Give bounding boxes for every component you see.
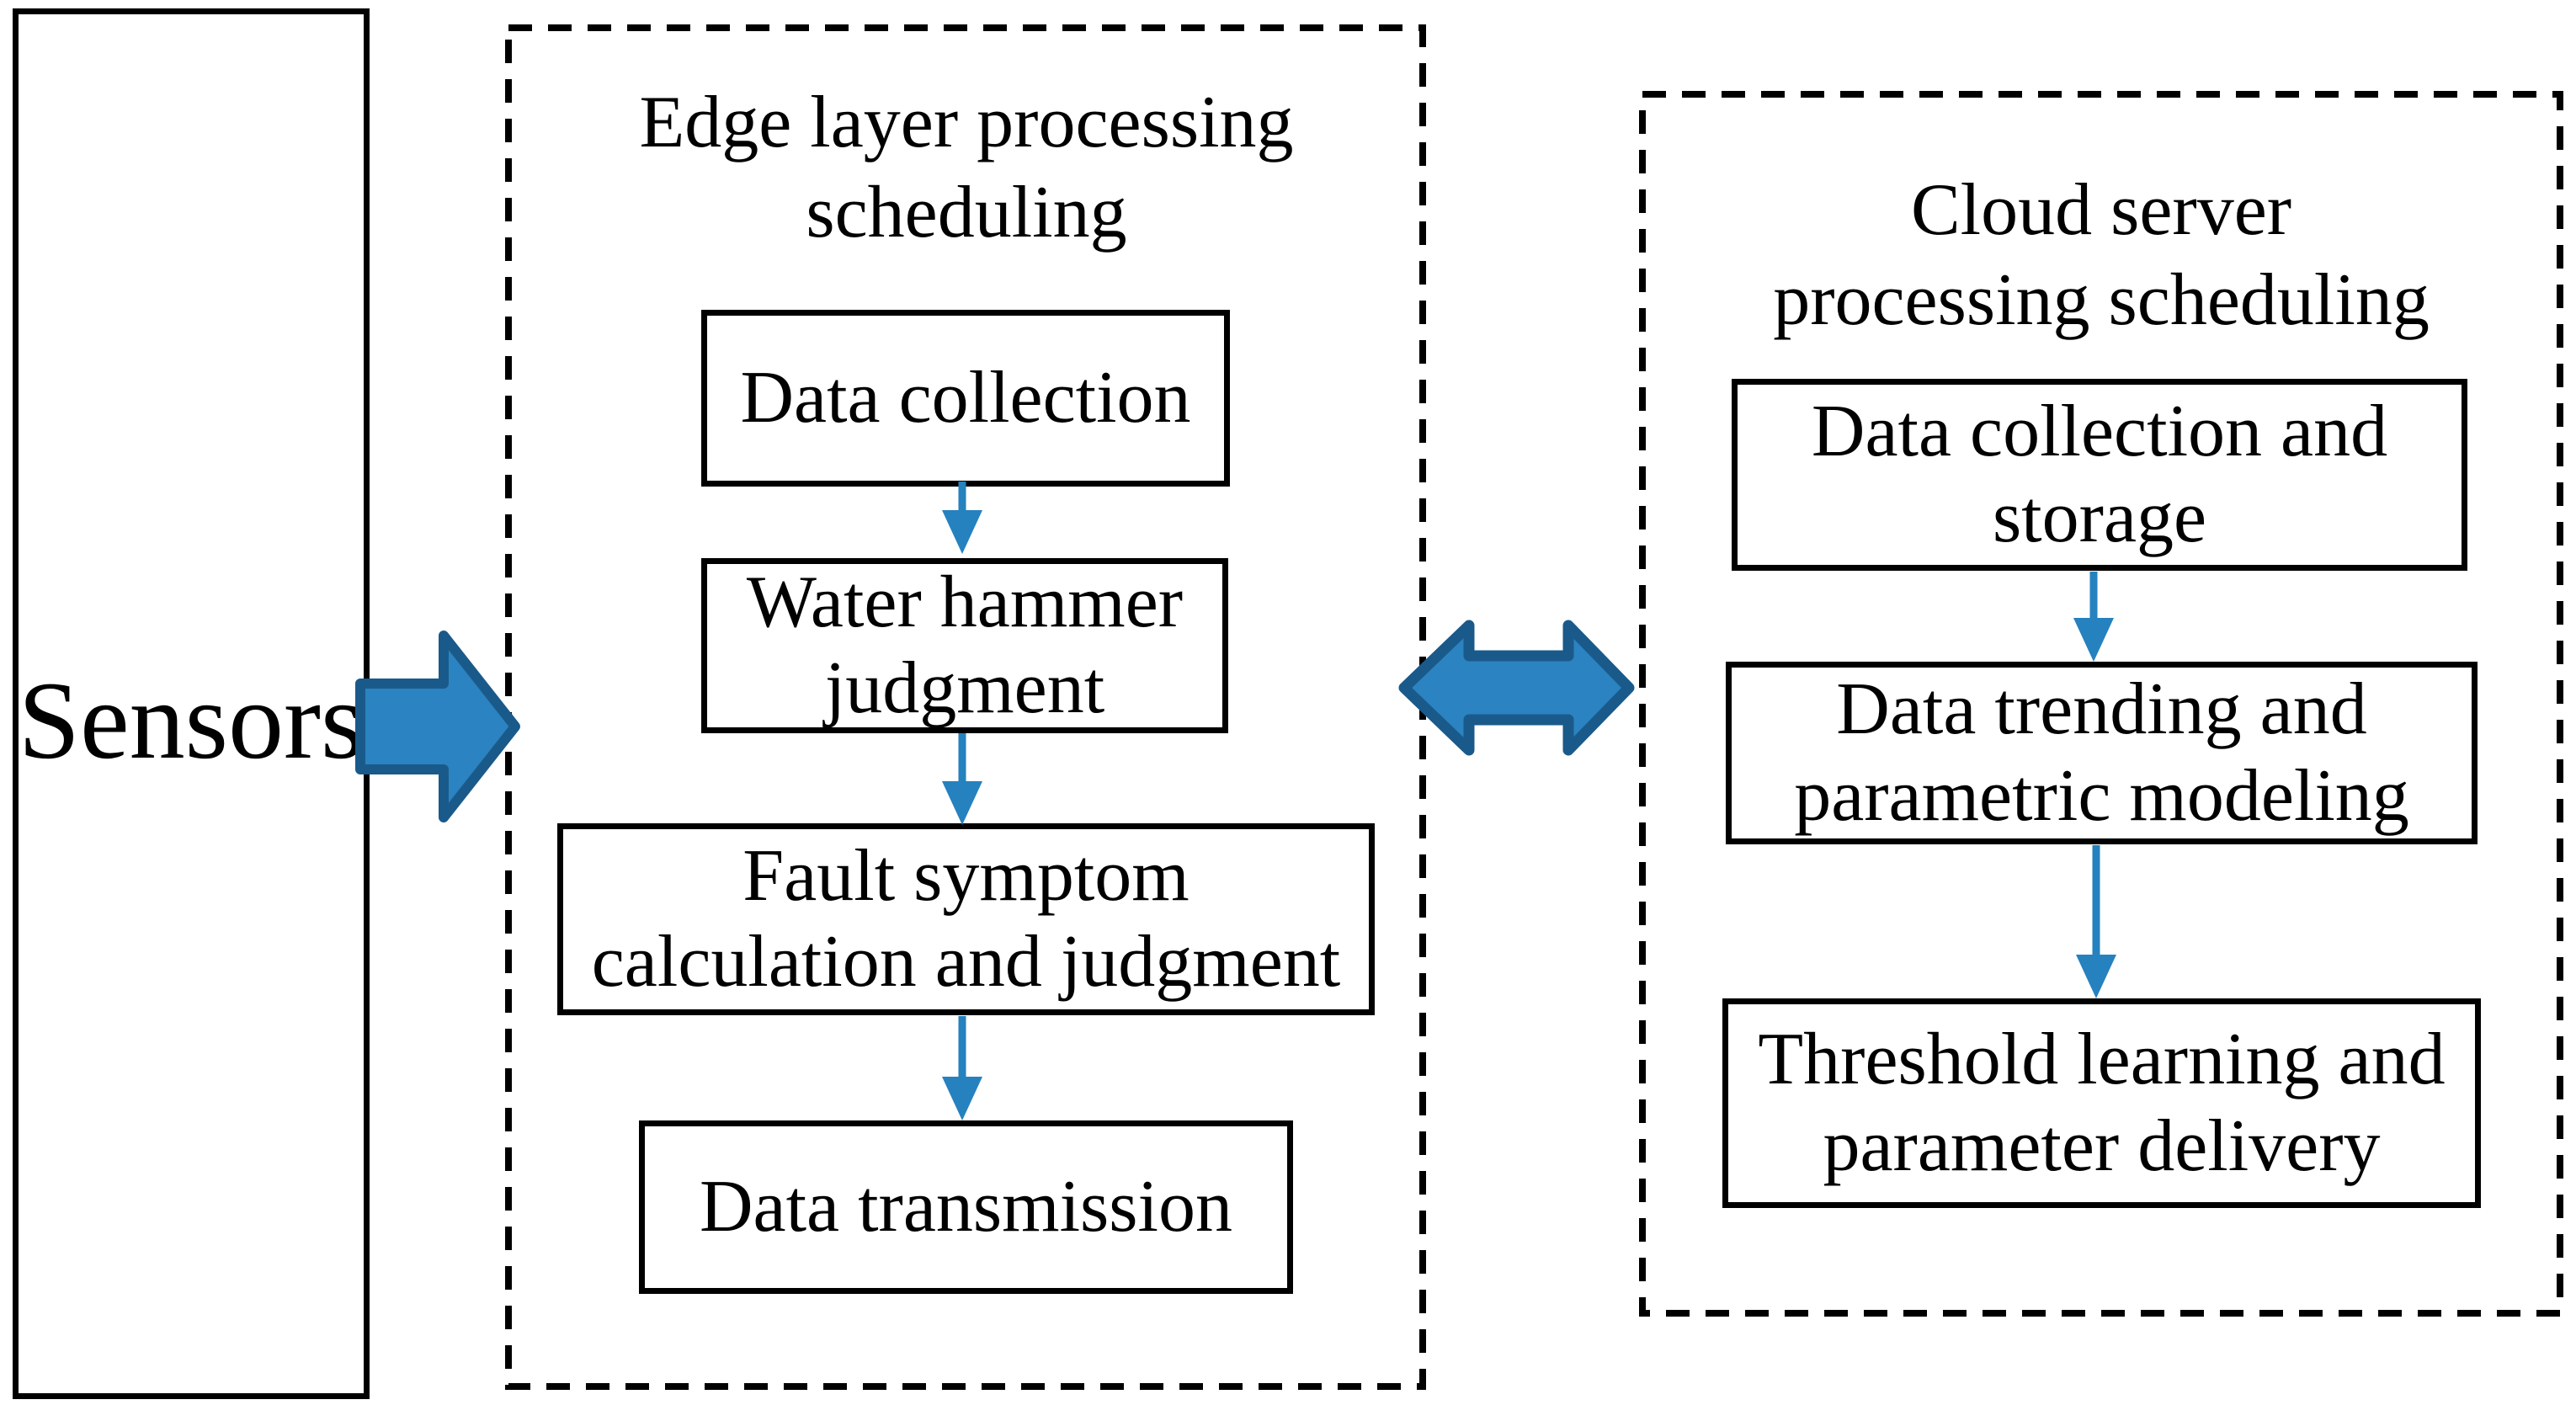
edge-step-fault-symptom-calculation-label: Fault symptom calculation and judgment	[591, 834, 1341, 1003]
sensors-label: Sensors	[18, 658, 365, 782]
edge-step-data-transmission: Data transmission	[639, 1120, 1293, 1294]
sensors-to-edge-arrow-icon	[355, 631, 520, 822]
edge-step-data-collection: Data collection	[701, 310, 1230, 487]
edge-step-fault-symptom-calculation: Fault symptom calculation and judgment	[557, 823, 1375, 1015]
edge-step-water-hammer-judgment: Water hammer judgment	[701, 558, 1228, 733]
cloud-step-data-trending-modeling: Data trending and parametric modeling	[1726, 662, 2478, 844]
cloud-step-data-trending-modeling-label: Data trending and parametric modeling	[1794, 668, 2409, 837]
edge-step-data-transmission-label: Data transmission	[699, 1165, 1232, 1248]
edge-flow-arrow-1-icon	[942, 482, 982, 554]
edge-step-data-collection-label: Data collection	[740, 356, 1191, 439]
cloud-step-threshold-learning-delivery-label: Threshold learning and parameter deliver…	[1758, 1019, 2446, 1187]
cloud-panel-title: Cloud server processing scheduling	[1773, 169, 2430, 342]
cloud-flow-arrow-2-icon	[2076, 845, 2116, 998]
cloud-flow-arrow-1-icon	[2073, 572, 2114, 662]
edge-step-water-hammer-judgment-label: Water hammer judgment	[746, 561, 1184, 729]
cloud-step-data-collection-storage-label: Data collection and storage	[1811, 390, 2388, 558]
edge-cloud-double-arrow-icon	[1398, 620, 1635, 756]
cloud-step-threshold-learning-delivery: Threshold learning and parameter deliver…	[1722, 998, 2481, 1208]
cloud-step-data-collection-storage: Data collection and storage	[1732, 379, 2467, 571]
sensors-box: Sensors	[13, 8, 370, 1399]
edge-flow-arrow-3-icon	[942, 1016, 982, 1120]
edge-panel-title: Edge layer processing scheduling	[639, 82, 1294, 254]
edge-flow-arrow-2-icon	[942, 733, 982, 825]
